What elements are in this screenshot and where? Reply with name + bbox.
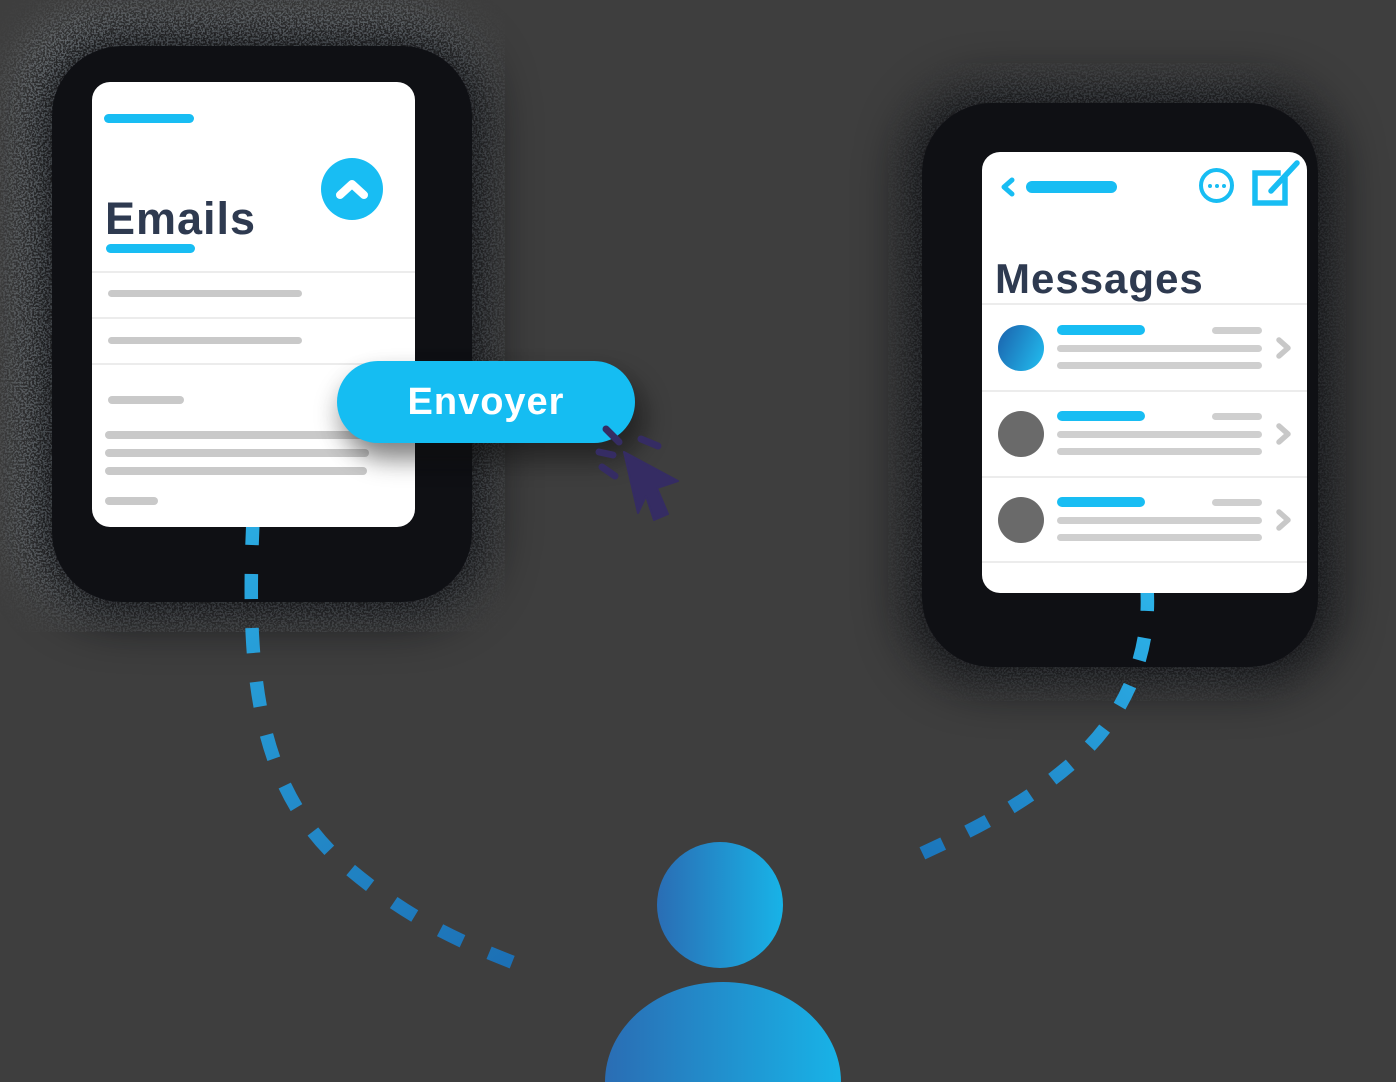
compose-field-placeholder [108,396,184,404]
divider [92,271,415,273]
back-chevron-icon[interactable] [1001,177,1015,197]
chevron-right-icon [1276,423,1291,445]
scroll-up-button[interactable] [321,158,383,220]
email-app-card: Emails [92,82,415,527]
conversation-preview [1057,411,1262,457]
person-icon [657,842,783,968]
compose-icon[interactable] [1252,160,1302,206]
email-row-placeholder [108,290,302,297]
timestamp-placeholder [1212,498,1262,506]
conversation-row[interactable] [982,478,1307,563]
sender-name-placeholder [1057,324,1145,335]
person-icon-body [605,982,841,1082]
email-row-placeholder [108,337,302,344]
email-card-title: Emails [105,193,257,245]
avatar [998,496,1044,543]
message-line-placeholder [1057,361,1262,369]
compose-body-line [105,431,369,439]
divider [92,317,415,319]
message-line-placeholder [1057,344,1262,352]
message-line-placeholder [1057,516,1262,524]
timestamp-placeholder [1212,326,1262,334]
conversation-row[interactable] [982,305,1307,392]
sender-name-placeholder [1057,496,1145,507]
timestamp-placeholder [1212,413,1262,420]
ellipsis-icon[interactable] [1199,168,1234,203]
conversation-row[interactable] [982,392,1307,478]
compose-signature-line [105,497,158,505]
messages-card-title: Messages [995,255,1204,303]
conversation-preview [1057,496,1262,543]
message-line-placeholder [1057,431,1262,438]
sender-name-placeholder [1057,411,1145,421]
chevron-up-icon [336,180,368,199]
header-accent-line [1026,181,1117,193]
compose-body-line [105,467,367,475]
subheader-accent-line [106,244,195,253]
avatar [998,324,1044,371]
chevron-right-icon [1276,336,1291,359]
messages-app-card: Messages [982,152,1307,593]
conversation-preview [1057,324,1262,371]
message-line-placeholder [1057,533,1262,541]
header-accent-line [104,114,194,123]
chevron-right-icon [1276,508,1291,531]
avatar [998,411,1044,457]
message-line-placeholder [1057,448,1262,455]
send-button[interactable]: Envoyer [337,361,635,443]
compose-body-line [105,449,369,457]
